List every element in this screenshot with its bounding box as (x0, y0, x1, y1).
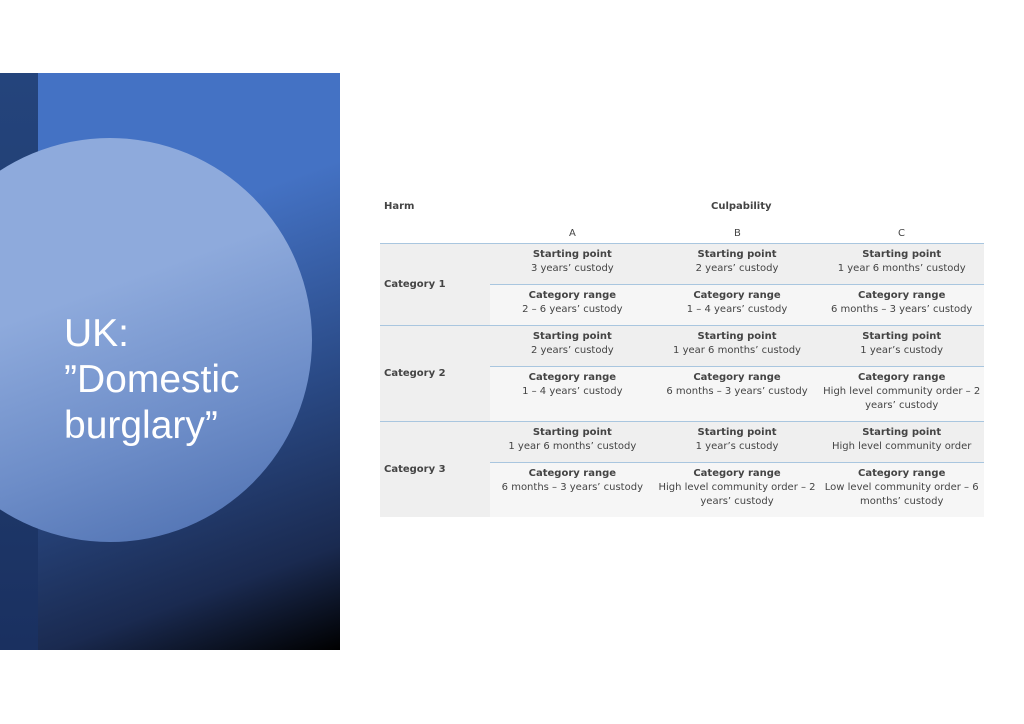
table-row: Category 1 Starting point 3 years’ custody… (380, 243, 984, 325)
cell-label: Starting point (532, 249, 612, 260)
cell-label: Starting point (697, 427, 777, 438)
slide-title: UK: ”Domestic burglary” (64, 312, 240, 447)
cell-label: Category range (858, 290, 946, 301)
cell-value: 1 year’s custody (695, 441, 779, 452)
cell-value: Low level community order – 6 months’ cu… (824, 482, 979, 507)
table-body: Category 1 Starting point 3 years’ custody… (380, 243, 984, 517)
cell-label: Starting point (862, 249, 942, 260)
cell-label: Category range (528, 468, 617, 479)
culpability-header: Culpability (711, 201, 772, 212)
cell-value: 1 year 6 months’ custody (837, 263, 966, 274)
harm-category: Category 1 (384, 279, 446, 290)
table-row: Category 3 Starting point 1 year 6 months’… (380, 421, 984, 517)
cell-value: 1 year’s custody (860, 345, 944, 356)
cell-value: High level community order (832, 441, 972, 452)
cell-label: Category range (693, 372, 781, 383)
cell-label: Category range (528, 372, 617, 383)
cell-label: Category range (858, 372, 946, 383)
range-cell: Category range 1 – 4 years’ custody (490, 367, 655, 421)
cell-value: 6 months – 3 years’ custody (831, 304, 973, 315)
cell-value: 2 – 6 years’ custody (522, 304, 623, 315)
starting-cell: Starting point 1 year’s custody (819, 326, 984, 366)
cell-value: 1 – 4 years’ custody (522, 386, 623, 397)
starting-cell: Starting point 1 year’s custody (655, 422, 820, 462)
cell-label: Starting point (862, 427, 942, 438)
decorative-circle (0, 138, 312, 542)
cell-value: High level community order – 2 years’ cu… (658, 482, 816, 507)
range-cell: Category range 1 – 4 years’ custody (655, 285, 820, 325)
cell-value: 1 – 4 years’ custody (686, 304, 788, 315)
column-header-c: C (898, 228, 905, 239)
range-cell: Category range 6 months – 3 years’ custod… (490, 463, 655, 517)
cell-label: Starting point (532, 427, 612, 438)
harm-category: Category 3 (384, 464, 446, 475)
range-cell: Category range 6 months – 3 years’ custod… (655, 367, 820, 421)
column-header-a: A (569, 228, 576, 239)
range-cell: Category range 6 months – 3 years’ custod… (819, 285, 984, 325)
title-panel: UK: ”Domestic burglary” (0, 73, 340, 650)
cell-label: Starting point (532, 331, 612, 342)
cell-value: 1 year 6 months’ custody (508, 441, 637, 452)
range-row: Category range 6 months – 3 years’ custod… (490, 462, 984, 517)
cell-label: Starting point (862, 331, 942, 342)
cell-label: Starting point (697, 249, 777, 260)
cell-label: Category range (858, 468, 946, 479)
harm-header: Harm (384, 201, 415, 212)
cell-value: 3 years’ custody (530, 263, 614, 274)
cell-value: 6 months – 3 years’ custody (666, 386, 808, 397)
harm-category: Category 2 (384, 368, 446, 379)
starting-cell: Starting point 2 years’ custody (490, 326, 655, 366)
table-row: Category 2 Starting point 2 years’ custody… (380, 325, 984, 421)
starting-cell: Starting point 2 years’ custody (655, 244, 820, 284)
cell-label: Category range (693, 468, 781, 479)
starting-cell: Starting point 1 year 6 months’ custody (655, 326, 820, 366)
cell-value: 2 years’ custody (695, 263, 779, 274)
cell-label: Category range (693, 290, 781, 301)
cell-value: High level community order – 2 years’ cu… (823, 386, 981, 411)
column-header-b: B (734, 228, 741, 239)
starting-cell: Starting point 1 year 6 months’ custody (819, 244, 984, 284)
range-cell: Category range 2 – 6 years’ custody (490, 285, 655, 325)
cell-label: Starting point (697, 331, 777, 342)
cell-value: 2 years’ custody (530, 345, 614, 356)
cell-label: Category range (528, 290, 617, 301)
cell-value: 1 year 6 months’ custody (673, 345, 801, 356)
starting-cell: Starting point 3 years’ custody (490, 244, 655, 284)
cell-value: 6 months – 3 years’ custody (501, 482, 643, 493)
starting-cell: Starting point 1 year 6 months’ custody (490, 422, 655, 462)
